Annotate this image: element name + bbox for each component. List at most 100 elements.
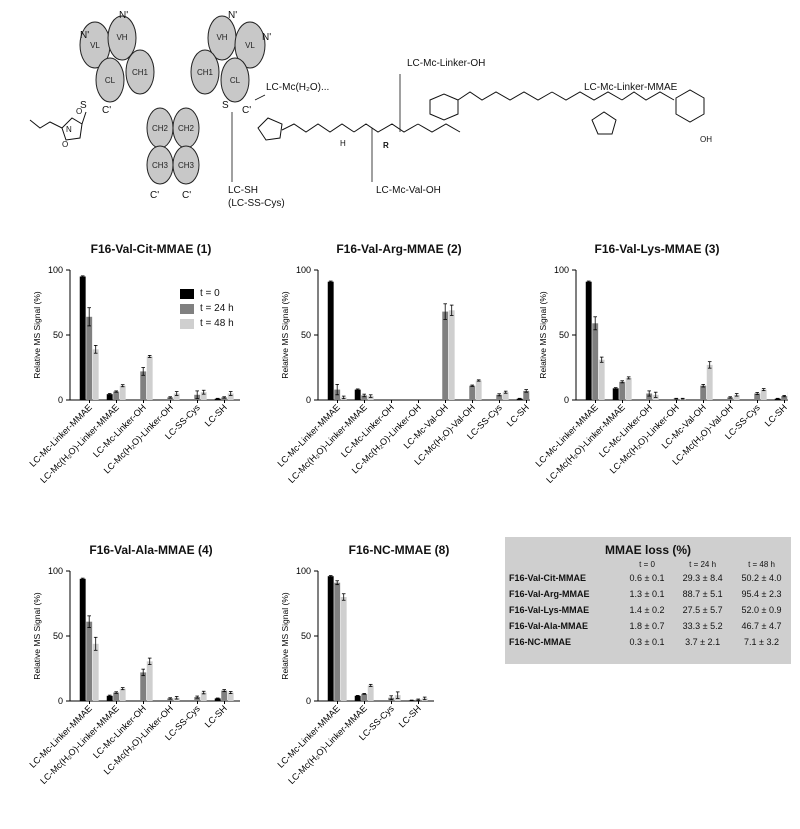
y-tick-label: 50 [53,330,63,340]
bar [167,397,174,400]
table-cell: 95.4 ± 2.3 [741,589,782,599]
bar [214,698,221,701]
bar [733,394,740,400]
label-cl-left: CL [105,76,116,85]
label-lc-mc-linker-oh: LC-Mc-Linker-OH [407,58,485,69]
x-tick-label: LC-SH [763,402,788,428]
bar [442,311,449,400]
legend-item: t = 0 [180,288,234,299]
sulfur-label: S [222,100,229,111]
atom-o: O [76,107,82,116]
table-cell: 29.3 ± 8.4 [682,573,723,583]
table-cell-name: F16-Val-Cit-MMAE [509,573,587,583]
label-vl-left: VL [90,41,100,50]
bar [475,380,482,400]
bar [361,693,368,701]
table-row: F16-NC-MMAE 0.3 ± 0.1 3.7 ± 2.1 7.1 ± 3.… [505,634,791,650]
table-row: F16-Val-Cit-MMAE 0.6 ± 0.1 29.3 ± 8.4 50… [505,570,791,586]
vh-domain-left [107,15,137,61]
bar [173,393,180,400]
label-lc-ss-cys: (LC-SS-Cys) [228,198,285,209]
label-vh-right: VH [216,33,227,42]
bar [227,393,234,400]
bar [119,385,126,400]
bar [86,316,93,400]
bar [194,697,201,701]
label-vl-right: VL [245,41,255,50]
bar [706,364,713,400]
legend-item: t = 24 h [180,303,234,314]
adc-structure-scheme: VH VL CL CH1 VH VL CH1 CL CH2 CH2 CH3 CH… [29,10,712,209]
table-header-row: t = 0 t = 24 h t = 48 h [505,559,791,570]
y-axis-label: Relative MS Signal (%) [538,291,548,379]
legend: t = 0 t = 24 h t = 48 h [180,288,234,329]
chart-title: F16-Val-Arg-MMAE (2) [336,242,462,256]
label-lc-mc-linker-mmae: LC-Mc-Linker-MMAE [584,82,678,93]
c-terminus-label: C' [242,105,251,116]
bar [106,695,113,701]
table-row: F16-Val-Lys-MMAE 1.4 ± 0.2 27.5 ± 5.7 52… [505,602,791,618]
y-tick-label: 0 [306,696,311,706]
table-cell: 1.4 ± 0.2 [629,605,665,615]
label-ch3-left: CH3 [152,161,169,170]
table-cell: 0.3 ± 0.1 [629,637,665,647]
label-ch2-right: CH2 [178,124,195,133]
bar [140,672,147,701]
bar [119,688,126,701]
bar [448,310,455,400]
legend-swatch [180,303,194,314]
legend-label: t = 0 [200,288,220,299]
table-cell: 33.3 ± 5.2 [682,621,723,631]
legend-label: t = 24 h [200,303,234,314]
n-terminus-label: N' [119,10,128,21]
bar [79,578,86,701]
y-tick-label: 0 [58,395,63,405]
bar [619,381,626,400]
bar [200,692,207,701]
y-tick-label: 50 [301,631,311,641]
bar [502,392,509,400]
mmae-loss-table: MMAE loss (%) t = 0 t = 24 h t = 48 h F1… [505,537,791,664]
bar [327,281,334,400]
table-cell: 88.7 ± 5.1 [682,589,723,599]
table-cell: 3.7 ± 2.1 [685,637,721,647]
bar [592,323,599,400]
x-tick-label: LC-SH [203,402,229,428]
c-terminus-label: C' [102,105,111,116]
bar [113,391,120,400]
bar [598,359,605,400]
c-terminus-label: C' [150,190,159,201]
label-vh-left: VH [116,33,127,42]
legend-swatch [180,318,194,329]
bar [354,389,361,400]
chart-title: F16-Val-Ala-MMAE (4) [89,543,213,557]
sulfur-label: S [80,100,87,111]
n-terminus-label: N' [262,32,271,43]
n-terminus-label: N' [228,10,237,21]
bar [327,576,334,701]
table-cell: 0.6 ± 0.1 [629,573,665,583]
table-cell-name: F16-Val-Lys-MMAE [509,605,590,615]
bar [754,393,761,400]
left-maleimide [29,111,87,141]
y-axis-label: Relative MS Signal (%) [280,592,290,680]
table-cell-name: F16-NC-MMAE [509,637,571,647]
table-cell-name: F16-Val-Arg-MMAE [509,589,590,599]
table-row: F16-Val-Arg-MMAE 1.3 ± 0.1 88.7 ± 5.1 95… [505,586,791,602]
bar [167,698,174,701]
table-header: t = 0 [639,560,655,569]
bar [523,390,530,400]
bar [585,281,592,400]
y-tick-label: 50 [53,631,63,641]
table-header [505,559,621,570]
ch3-domain-right [172,145,200,185]
table-header: t = 24 h [689,560,717,569]
label-ch2-left: CH2 [152,124,169,133]
table-cell: 1.3 ± 0.1 [629,589,665,599]
